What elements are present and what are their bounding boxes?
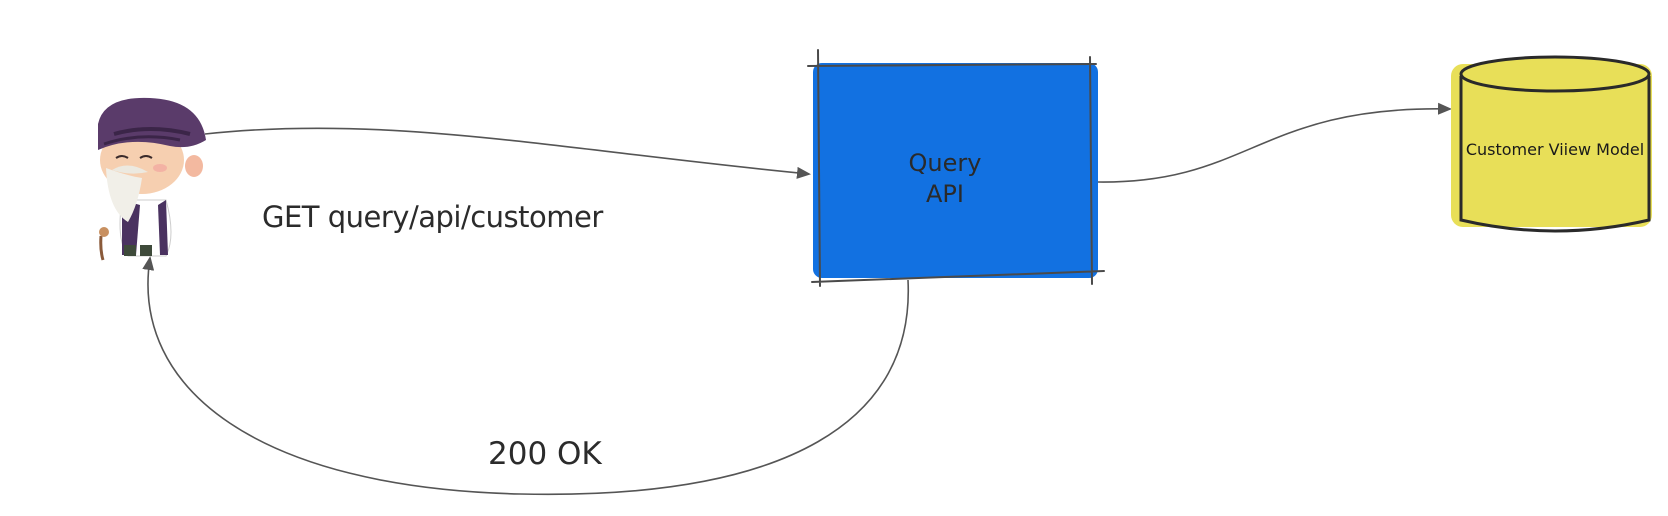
query-api-sketch-border [807, 49, 1105, 287]
customer-view-model-database[interactable] [1451, 55, 1652, 233]
query-api-box[interactable] [807, 49, 1105, 287]
response-arrow [142, 256, 909, 496]
database-top-ellipse [1459, 55, 1651, 93]
query-api-label-line2: API [926, 180, 964, 208]
response-label: 200 OK [488, 436, 602, 472]
read-model-arrow [1097, 102, 1452, 183]
database-fill [1451, 64, 1652, 227]
request-label: GET query/api/customer [262, 200, 603, 234]
database-body-outline [1459, 76, 1651, 233]
query-api-label: Query API [813, 148, 1077, 210]
request-arrow [204, 127, 811, 179]
user-avatar[interactable] [98, 97, 206, 261]
query-api-fill [813, 63, 1098, 278]
database-label: Customer Viiew Model [1465, 140, 1645, 159]
query-api-label-line1: Query [908, 149, 982, 177]
old-man-avatar-icon [98, 97, 206, 261]
